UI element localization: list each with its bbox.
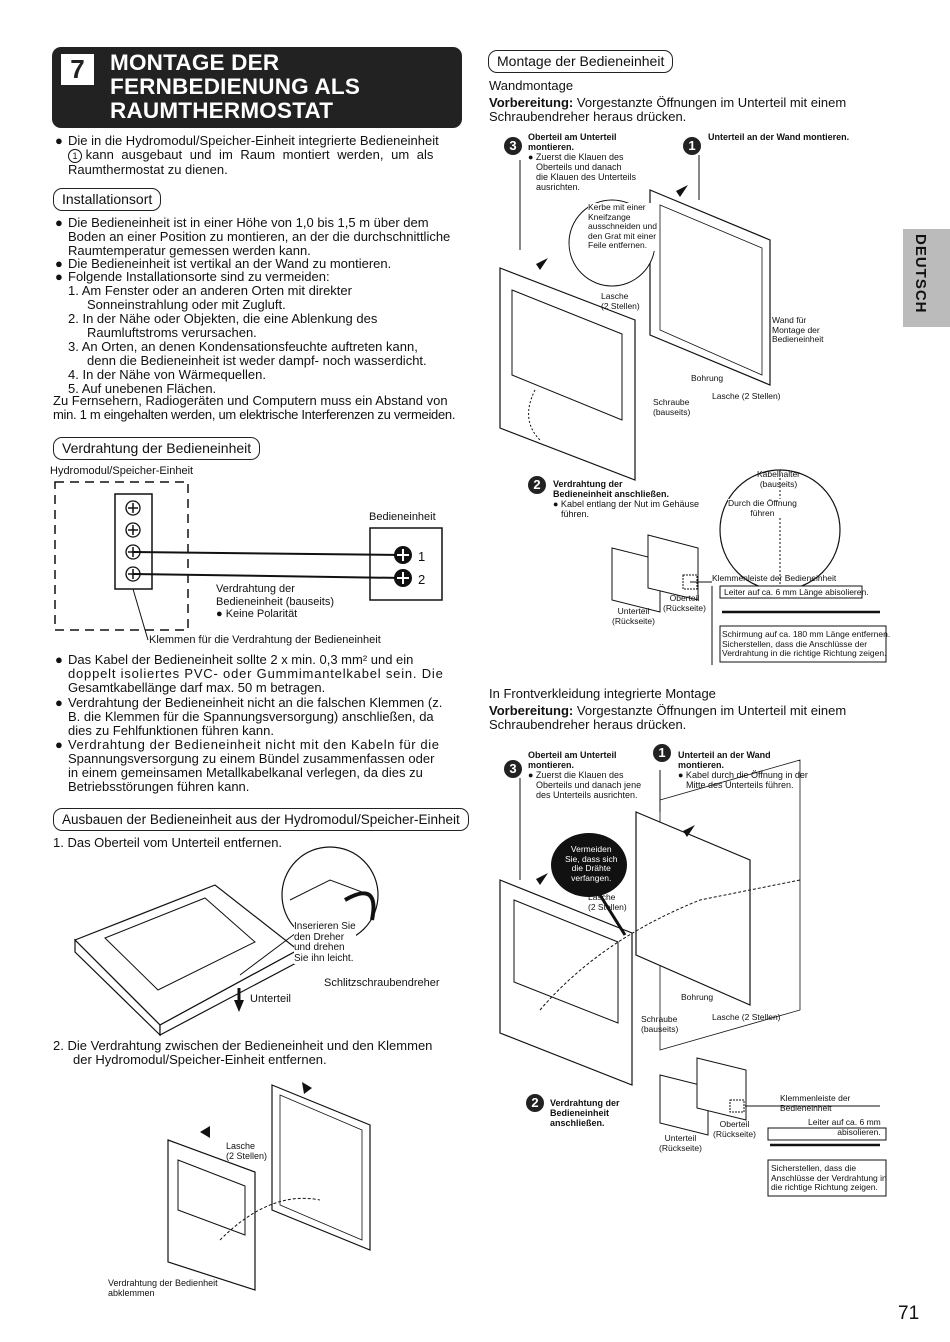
front-step-2-marker: 2 (526, 1094, 544, 1112)
front-bohrung-label: Bohrung (681, 992, 714, 1002)
terminal-label: Klemmen für die Verdrahtung der Bedienei… (149, 634, 381, 646)
section-number: 7 (61, 54, 94, 85)
step-2-marker: 2 (528, 476, 546, 494)
intro-text: ● Die in die Hydromodul/Speicher-Einheit… (55, 133, 439, 177)
step-1-text: Unterteil an der Wand montieren. (708, 132, 850, 142)
schraube-label: Schraube(bauseits) (653, 397, 691, 417)
klemmen-label: Klemmenleiste der Bedieneinheit (712, 573, 837, 583)
prep-text-1b: Schraubendreher heraus drücken. (489, 109, 687, 124)
install-bullet-3: ●Folgende Installationsorte sind zu verm… (55, 269, 330, 284)
lasche-label-1: Lasche(2 Stellen) (226, 1141, 268, 1161)
prep-text-2b: Schraubendreher heraus drücken. (489, 717, 687, 732)
wiring-bullet-3: ● Verdrahtung der Bedieneinheit nicht mi… (55, 737, 440, 794)
front-step-3-marker: 3 (504, 760, 522, 778)
wiring-bullet-1: ● Das Kabel der Bedieneinheit sollte 2 x… (55, 652, 444, 695)
schirm-label: Schirmung auf ca. 180 mm Länge entfernen… (722, 629, 891, 658)
front-lasche-label: Lasche(2 Stellen) (588, 892, 627, 912)
unit-label: Hydromodul/Speicher-Einheit (50, 465, 194, 477)
install-bullet-2: ●Die Bedieneinheit ist vertikal an der W… (55, 256, 392, 271)
leiter-label: Leiter auf ca. 6 mm Länge abisolieren. (724, 587, 869, 597)
page-number: 71 (898, 1303, 920, 1324)
wandmontage-label: Wandmontage (489, 78, 574, 93)
section-title-box: 7 MONTAGE DER FERNBEDIENUNG ALS RAUMTHER… (52, 47, 462, 128)
language-tab: DEUTSCH (903, 229, 950, 327)
front-oberteil-label: Oberteil(Rückseite) (713, 1119, 756, 1139)
step-1-marker: 1 (683, 137, 701, 155)
step-3-marker: 3 (504, 137, 522, 155)
oberteil-label: Oberteil(Rückseite) (663, 593, 706, 613)
kabelhalter-label: Kabelhalter(bauseits) (757, 469, 801, 489)
terminal-2: 2 (418, 572, 426, 587)
terminal-1: 1 (418, 549, 426, 564)
prep-text-1: Vorbereitung: Vorgestanzte Öffnungen im … (489, 95, 847, 110)
wiring-bullet-2: ● Verdrahtung der Bedieneinheit nicht an… (55, 695, 443, 738)
unterteil-label: Unterteil (250, 993, 291, 1005)
slot-label: Schlitzschraubendreher (324, 977, 440, 989)
install-note: Zu Fernsehern, Radiogeräten und Computer… (53, 393, 456, 422)
bohrung-label: Bohrung (691, 373, 724, 383)
lasche-2-label: Lasche (2 Stellen) (712, 391, 781, 401)
prep-text-2: Vorbereitung: Vorgestanzte Öffnungen im … (489, 703, 847, 718)
remote-label: Bedieneinheit (369, 511, 436, 523)
heading-installationsort: Installationsort (53, 188, 162, 211)
heading-verdrahtung: Verdrahtung der Bedieneinheit (53, 437, 261, 460)
front-lasche-2-label: Lasche (2 Stellen) (712, 1012, 781, 1022)
lasche-label-2: Lasche(2 Stellen) (601, 291, 640, 311)
ausbauen-step-2: 2. Die Verdrahtung zwischen der Bedienei… (53, 1038, 433, 1067)
section-title: MONTAGE DER FERNBEDIENUNG ALS RAUMTHERMO… (110, 50, 361, 123)
ref-circle: 1 (68, 149, 82, 163)
front-schraube-label: Schraube(bauseits) (641, 1014, 679, 1034)
front-mount-label: In Frontverkleidung integrierte Montage (489, 686, 716, 701)
front-unterteil-label: Unterteil(Rückseite) (659, 1133, 702, 1153)
heading-ausbauen: Ausbauen der Bedieneinheit aus der Hydro… (53, 808, 469, 831)
heading-montage: Montage der Bedieneinheit (488, 50, 674, 73)
install-bullet-1: ● Die Bedieneinheit ist in einer Höhe vo… (55, 215, 451, 258)
ausbauen-step-1: 1. Das Oberteil vom Unterteil entfernen. (53, 835, 283, 850)
install-list: 1. Am Fenster oder an anderen Orten mit … (68, 283, 427, 396)
unterteil-rueck-label: Unterteil(Rückseite) (612, 606, 655, 626)
front-step-1-marker: 1 (653, 744, 671, 762)
